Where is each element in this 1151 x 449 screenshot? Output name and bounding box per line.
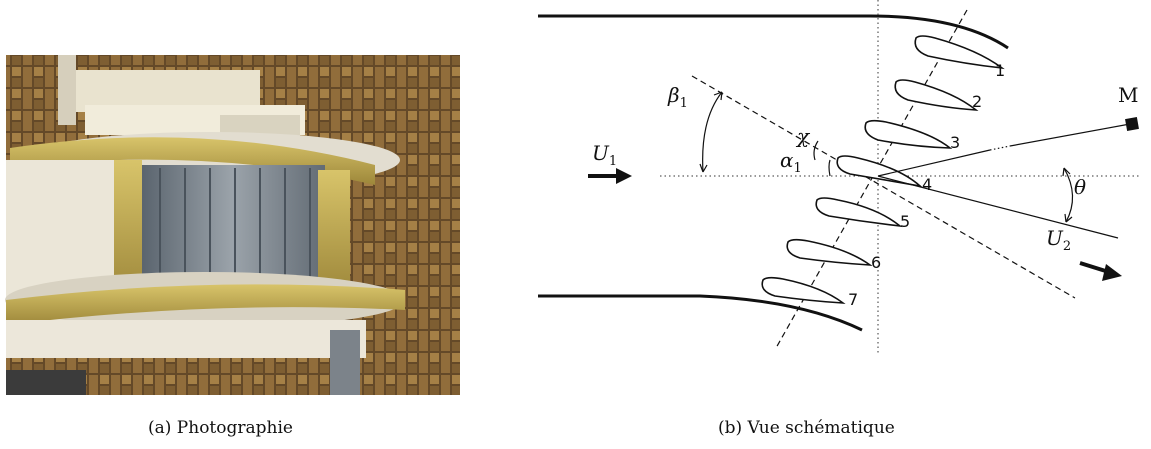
- blade-5: [815, 197, 903, 228]
- blade-number-1: 1: [995, 61, 1005, 80]
- blade-profiles: [761, 35, 1005, 304]
- blade-number-4: 4: [922, 175, 932, 194]
- label-M: M: [1118, 83, 1138, 107]
- label-U1: U1: [592, 141, 617, 169]
- blade-4: [836, 155, 923, 188]
- label-U2: U2: [1046, 226, 1071, 254]
- blade-number-3: 3: [950, 133, 960, 152]
- label-beta1: β1: [667, 83, 688, 111]
- blade-number-6: 6: [871, 253, 881, 272]
- blade-number-5: 5: [900, 212, 910, 231]
- beta1-arc: [702, 91, 723, 173]
- lower-wall: [538, 294, 863, 332]
- blade-7: [761, 276, 846, 304]
- blade-number-2: 2: [972, 92, 982, 111]
- chi-arc: [813, 140, 819, 161]
- label-alpha1: α1: [780, 148, 802, 176]
- blade-6: [786, 238, 873, 266]
- schematic-panel: 1 2 3 4 5 6 7 U1 U2 β1: [470, 0, 1151, 445]
- inlet-angle-line: [691, 75, 1076, 299]
- theta-arc: [1063, 167, 1074, 223]
- observer-line: [877, 149, 991, 177]
- alpha1-arc: [828, 159, 831, 177]
- blade-number-7: 7: [848, 290, 858, 309]
- blade-3: [864, 119, 953, 149]
- label-chi: χ: [795, 124, 811, 148]
- caption-schematic: (b) Vue schématique: [718, 418, 895, 438]
- outlet-velocity-arrow: [1079, 261, 1122, 281]
- schematic-diagram: 1 2 3 4 5 6 7 U1 U2 β1: [538, 0, 1140, 355]
- microphone-marker: [1125, 117, 1139, 131]
- inlet-velocity-arrow: [588, 168, 632, 184]
- caption-photograph: (a) Photographie: [148, 418, 293, 438]
- label-theta: θ: [1074, 175, 1086, 199]
- photograph-panel: [0, 0, 470, 445]
- outlet-direction-line: [877, 175, 1119, 239]
- blade-1: [914, 35, 1005, 70]
- photograph-image: [5, 55, 460, 395]
- blade-2: [894, 79, 979, 111]
- upper-wall: [538, 14, 1009, 50]
